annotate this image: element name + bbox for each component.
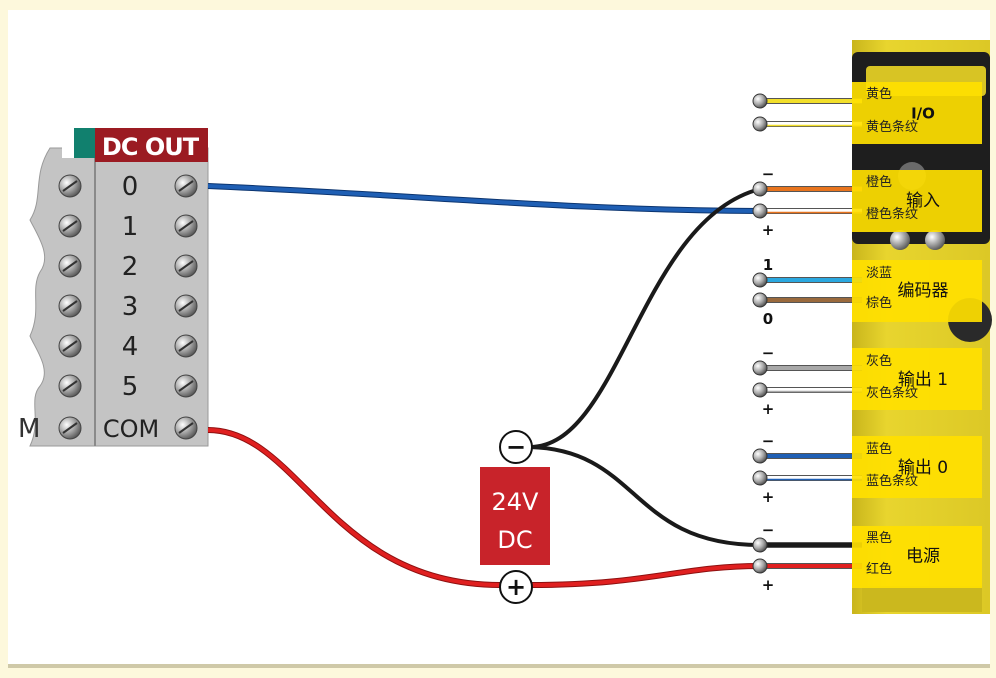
plc-right-screw-slot bbox=[178, 260, 194, 272]
wires bbox=[207, 98, 862, 588]
plc-terminal-label: 5 bbox=[122, 372, 139, 402]
plc-terminal-label: 0 bbox=[122, 172, 139, 202]
power-supply-24v-dc: 24V DC − + bbox=[480, 430, 550, 604]
device-label-box bbox=[852, 526, 982, 588]
wire-red-com-to-psu bbox=[207, 428, 501, 587]
wire-color-label: 灰色条纹 bbox=[866, 385, 918, 401]
wire-color-label: 橙色 bbox=[866, 174, 892, 190]
device-screw-1 bbox=[890, 230, 910, 250]
device-label-box bbox=[852, 348, 982, 410]
psu-positive-symbol: + bbox=[506, 573, 526, 601]
polarity-mark: + bbox=[762, 576, 775, 594]
device-group-title: 电源 bbox=[906, 547, 940, 567]
plc-right-screw-slot bbox=[178, 340, 194, 352]
plc-right-screw-slot bbox=[178, 180, 194, 192]
plc-left-screw-slot bbox=[62, 380, 78, 392]
connector-pin bbox=[752, 272, 768, 288]
plc-header-label: DC OUT bbox=[102, 133, 200, 161]
plc-left-screw-slot bbox=[62, 260, 78, 272]
polarity-mark: − bbox=[762, 521, 775, 539]
wire-black-psu-to-input bbox=[529, 187, 761, 449]
psu-type-label: DC bbox=[497, 526, 532, 554]
plc-terminal-label: 4 bbox=[122, 332, 139, 362]
wire-color-label: 淡蓝 bbox=[866, 266, 892, 281]
wire-color-label: 蓝色条纹 bbox=[866, 473, 918, 489]
device-group-title: 编码器 bbox=[898, 281, 949, 301]
device-bottom-ridge bbox=[862, 586, 982, 612]
wire-color-label: 黄色 bbox=[866, 86, 892, 102]
polarity-mark: + bbox=[762, 488, 775, 506]
plc-left-screw-slot bbox=[62, 300, 78, 312]
psu-voltage-label: 24V bbox=[492, 488, 540, 516]
plc-terminal-label: 1 bbox=[122, 212, 139, 242]
plc-tab-notch bbox=[62, 128, 74, 158]
psu-body bbox=[480, 467, 550, 565]
psu-negative-terminal bbox=[499, 430, 533, 464]
wire-color-label: 黑色 bbox=[866, 530, 892, 546]
polarity-mark: + bbox=[762, 221, 775, 239]
wire-color-label: 红色 bbox=[866, 561, 892, 577]
connector-pin bbox=[752, 558, 768, 574]
wire-blue-core bbox=[207, 184, 761, 213]
device-group-title: 输入 bbox=[906, 191, 940, 211]
wire-color-label: 蓝色 bbox=[866, 441, 892, 457]
connector-pin bbox=[752, 93, 768, 109]
device-group-title: I/O bbox=[911, 105, 935, 123]
wire-black-psu-to-power bbox=[529, 445, 761, 547]
plc-terminal-label: 2 bbox=[122, 252, 139, 282]
connector-pin bbox=[752, 537, 768, 553]
connector-pin bbox=[752, 292, 768, 308]
psu-positive-terminal bbox=[499, 570, 533, 604]
plc-header-bar bbox=[95, 128, 208, 162]
device-label-box bbox=[852, 170, 982, 232]
wire-color-label: 橙色条纹 bbox=[866, 206, 918, 222]
connector-pin bbox=[752, 116, 768, 132]
device-label-box bbox=[852, 260, 982, 322]
plc-right-screw-slot bbox=[178, 422, 194, 434]
polarity-mark: + bbox=[762, 400, 775, 418]
connector-pin bbox=[752, 470, 768, 486]
connector-pin bbox=[752, 181, 768, 197]
device-label-box bbox=[852, 436, 982, 498]
connector-pin bbox=[752, 360, 768, 376]
plc-right-screw-slot bbox=[178, 300, 194, 312]
psu-negative-symbol: − bbox=[506, 433, 526, 461]
connector-pin bbox=[752, 382, 768, 398]
polarity-mark: 0 bbox=[763, 310, 773, 328]
polarity-mark: − bbox=[762, 344, 775, 362]
wire-color-label: 黄色条纹 bbox=[866, 119, 918, 135]
plc-right-screw-slot bbox=[178, 380, 194, 392]
device-label-box bbox=[852, 82, 982, 144]
plc-left-partial-label: M bbox=[18, 414, 40, 444]
plc-right-screw-slot bbox=[178, 220, 194, 232]
polarity-mark: 1 bbox=[763, 256, 773, 274]
polarity-mark: − bbox=[762, 432, 775, 450]
connector-pin bbox=[752, 448, 768, 464]
wire-color-label: 灰色 bbox=[866, 353, 892, 369]
plc-left-screw-slot bbox=[62, 422, 78, 434]
panel-shadow bbox=[8, 664, 990, 668]
polarity-mark: − bbox=[762, 165, 775, 183]
plc-left-screw-slot bbox=[62, 180, 78, 192]
device-group-title: 输出 0 bbox=[898, 458, 948, 478]
connector-pin bbox=[752, 203, 768, 219]
plc-left-screw-slot bbox=[62, 340, 78, 352]
plc-terminal-label: COM bbox=[103, 415, 159, 443]
plc-terminal-label: 3 bbox=[122, 292, 139, 322]
plc-left-screw-slot bbox=[62, 220, 78, 232]
device-group-title: 输出 1 bbox=[898, 370, 948, 390]
wire-color-label: 棕色 bbox=[866, 295, 892, 311]
wire-red-psu-to-power bbox=[529, 564, 761, 587]
device-screw-2 bbox=[925, 230, 945, 250]
